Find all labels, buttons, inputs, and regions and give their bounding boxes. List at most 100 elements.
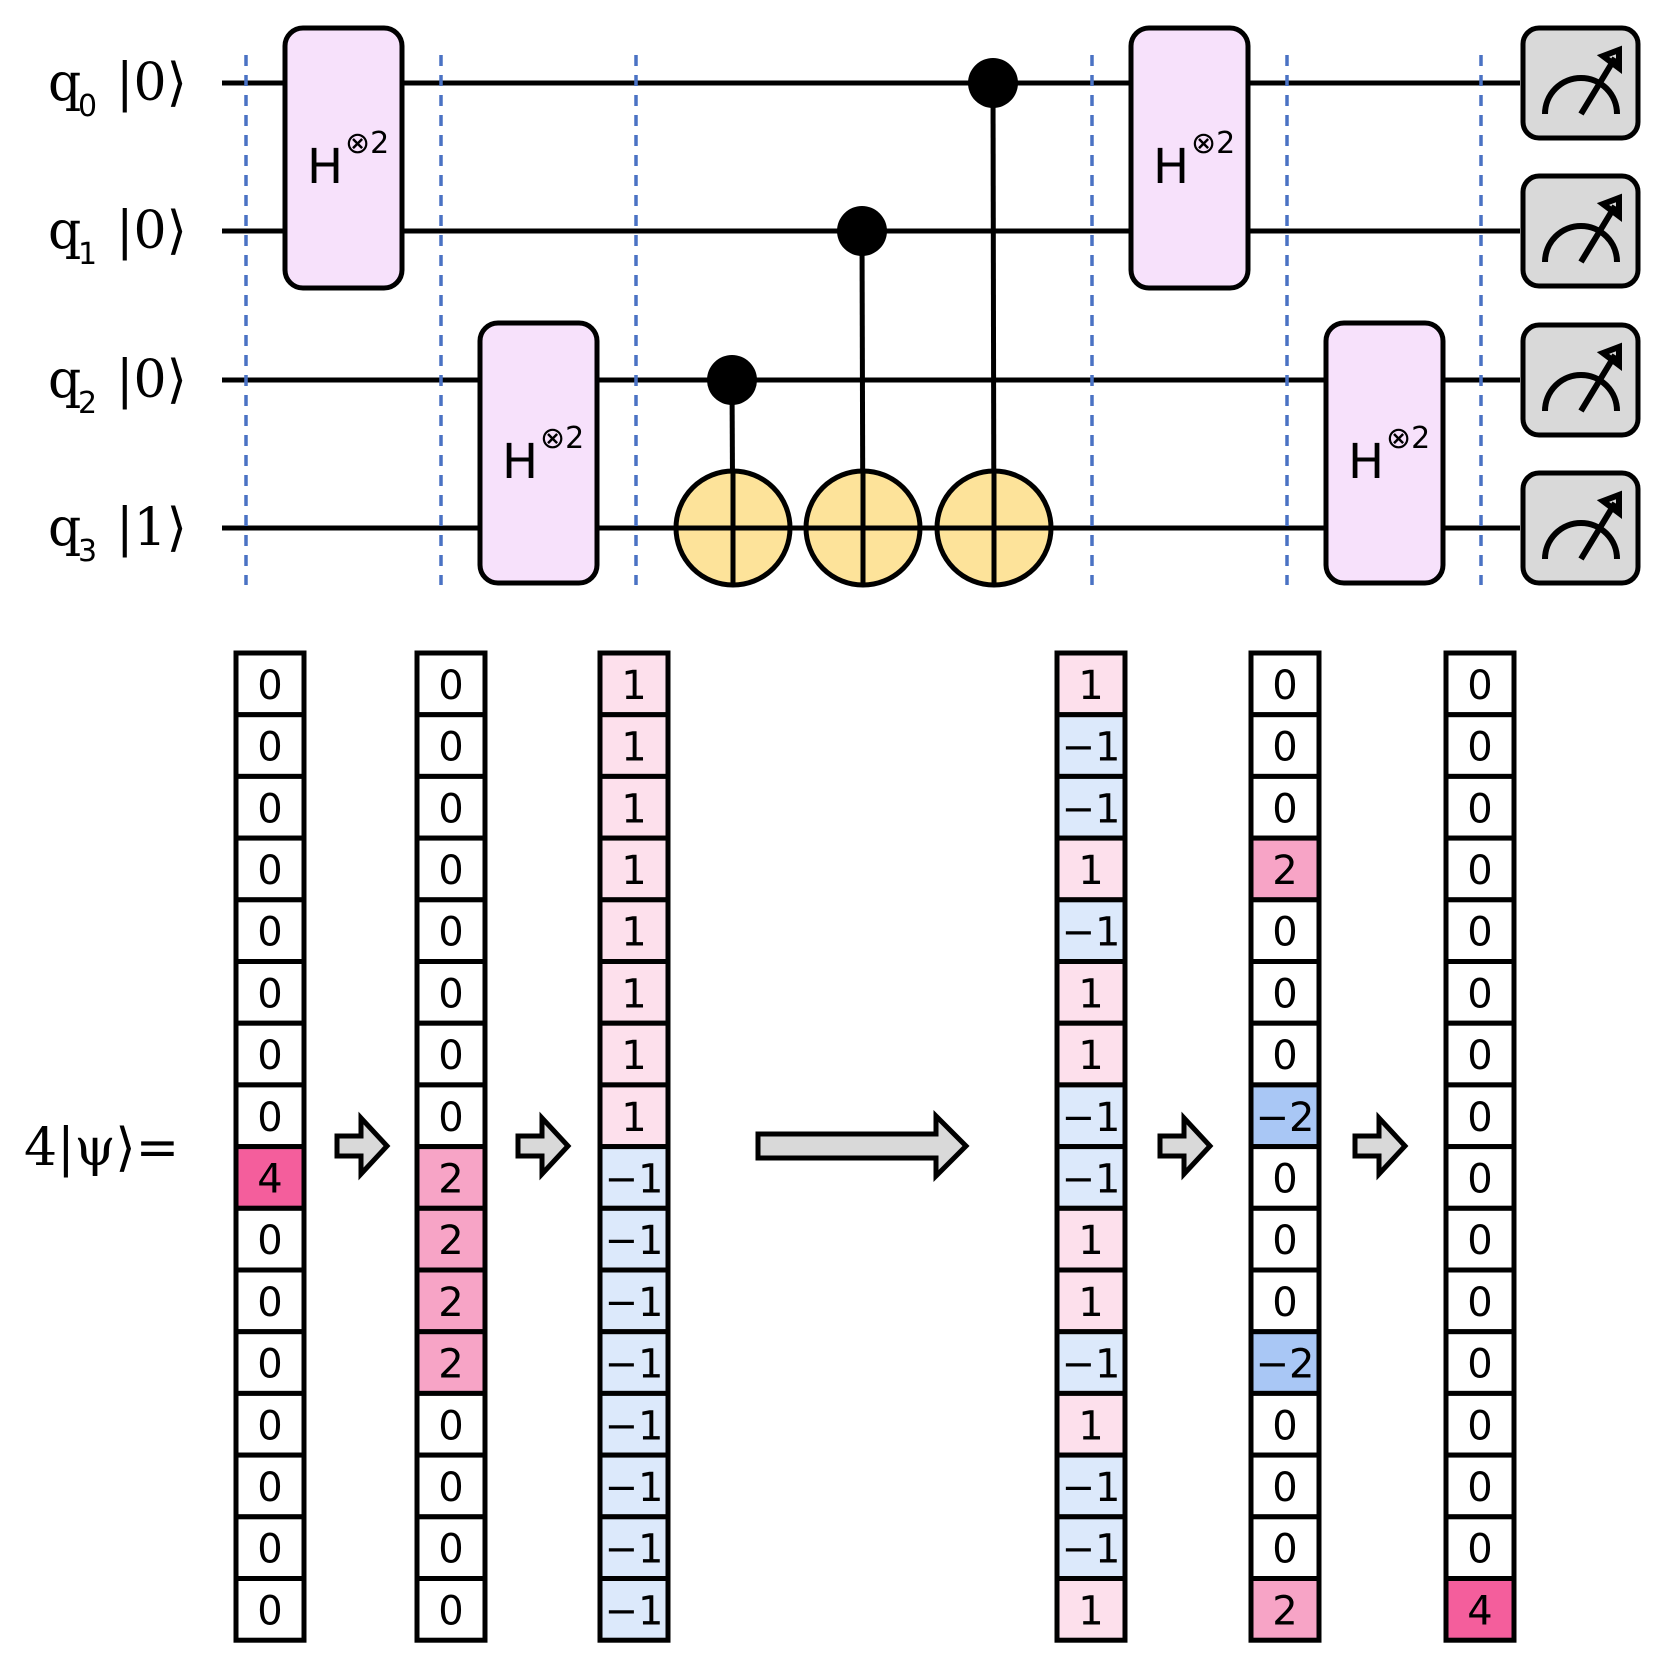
amplitude-value: 2 <box>438 1218 463 1264</box>
amplitude-cell: 4 <box>1443 1576 1517 1643</box>
amplitude-cell: 0 <box>1248 1390 1322 1458</box>
state-vector-column: 1−1−11−111−1−111−11−1−11 <box>1054 650 1128 1643</box>
gate-power: ⊗2 <box>1386 421 1430 456</box>
small-right-arrow-icon <box>1352 1111 1409 1181</box>
amplitude-cell: 0 <box>233 1390 307 1458</box>
control-dot <box>837 206 887 256</box>
amplitude-value: 1 <box>1078 1280 1103 1326</box>
amplitude-cell: 0 <box>1443 1390 1517 1458</box>
amplitude-value: 0 <box>1272 1280 1297 1326</box>
amplitude-value: 0 <box>257 1033 282 1079</box>
long-right-arrow-icon <box>755 1109 970 1183</box>
amplitude-value: 0 <box>257 1095 282 1141</box>
amplitude-value: 0 <box>438 1403 463 1449</box>
amplitude-cell: 1 <box>1054 650 1128 718</box>
amplitude-value: 1 <box>1078 1403 1103 1449</box>
amplitude-cell: 1 <box>597 650 671 718</box>
amplitude-value: 0 <box>438 786 463 832</box>
amplitude-cell: 0 <box>414 1020 488 1088</box>
amplitude-cell: 1 <box>1054 1205 1128 1273</box>
measurement-meter-icon <box>1520 470 1641 586</box>
amplitude-value: 1 <box>621 971 646 1017</box>
qubit-label-q0: q 0 |0⟩ <box>48 53 187 124</box>
amplitude-cell: −1 <box>597 1267 671 1335</box>
amplitude-value: 0 <box>1467 786 1492 832</box>
amplitude-cell: 0 <box>414 959 488 1026</box>
amplitude-value: 0 <box>1467 663 1492 709</box>
amplitude-cell: −1 <box>597 1576 671 1643</box>
amplitude-value: 0 <box>1467 1218 1492 1264</box>
amplitude-cell: 0 <box>1248 773 1322 841</box>
amplitude-cell: −1 <box>1054 1329 1128 1396</box>
amplitude-value: 0 <box>1272 725 1297 771</box>
amplitude-value: 0 <box>1467 725 1492 771</box>
amplitude-cell: −1 <box>1054 1452 1128 1520</box>
amplitude-value: −2 <box>1256 1095 1315 1141</box>
amplitude-value: 0 <box>438 971 463 1017</box>
amplitude-cell: 0 <box>233 897 307 964</box>
amplitude-cell: −1 <box>1054 773 1128 841</box>
amplitude-cell: 0 <box>414 1514 488 1582</box>
state-label: 4|ψ⟩= <box>24 1118 179 1178</box>
amplitude-value: −2 <box>1256 1342 1315 1388</box>
qubit-name: q <box>48 53 81 113</box>
amplitude-value: 1 <box>621 1095 646 1141</box>
amplitude-value: −1 <box>605 1403 664 1449</box>
amplitude-cell: 1 <box>1054 959 1128 1026</box>
amplitude-value: −1 <box>1062 1527 1121 1573</box>
qubit-ket: |0⟩ <box>116 53 187 113</box>
gate-label: H <box>307 139 343 195</box>
measurement-meter-icon <box>1520 322 1641 438</box>
hadamard-gate-q01-first: H ⊗2 <box>282 25 405 291</box>
amplitude-value: 1 <box>621 910 646 956</box>
amplitude-value: 0 <box>1272 1465 1297 1511</box>
amplitude-value: 0 <box>1272 786 1297 832</box>
amplitude-value: 0 <box>438 848 463 894</box>
amplitude-value: 0 <box>1272 971 1297 1017</box>
qubit-name: q <box>48 350 81 410</box>
amplitude-value: 1 <box>621 725 646 771</box>
amplitude-cell: 0 <box>1248 1144 1322 1211</box>
amplitude-cell: 0 <box>233 959 307 1026</box>
amplitude-cell: 0 <box>1248 1452 1322 1520</box>
gate-power: ⊗2 <box>540 421 584 456</box>
amplitude-cell: 0 <box>1248 1514 1322 1582</box>
qubit-index: 0 <box>78 89 97 124</box>
amplitude-value: 0 <box>257 971 282 1017</box>
amplitude-value: −1 <box>1062 910 1121 956</box>
amplitude-cell: 1 <box>597 1020 671 1088</box>
amplitude-cell: 1 <box>1054 835 1128 903</box>
amplitude-value: 0 <box>438 910 463 956</box>
amplitude-value: −1 <box>605 1342 664 1388</box>
amplitude-cell: 0 <box>233 1576 307 1643</box>
hadamard-gate-q23-first: H ⊗2 <box>477 320 600 586</box>
stage-separators <box>244 55 1483 585</box>
amplitude-cell: 0 <box>233 835 307 903</box>
amplitude-cell: 0 <box>1248 1020 1322 1088</box>
amplitude-value: 4 <box>257 1156 282 1202</box>
amplitude-cell: 0 <box>414 1082 488 1150</box>
amplitude-value: −1 <box>605 1218 664 1264</box>
amplitude-cell: 0 <box>1443 1452 1517 1520</box>
amplitude-cell: 1 <box>1054 1390 1128 1458</box>
amplitude-cell: 0 <box>414 650 488 718</box>
amplitude-value: −1 <box>1062 1342 1121 1388</box>
amplitude-value: 2 <box>438 1342 463 1388</box>
gate-power: ⊗2 <box>1191 126 1235 161</box>
amplitude-value: 1 <box>1078 1218 1103 1264</box>
amplitude-value: 0 <box>1272 1156 1297 1202</box>
amplitude-cell: 0 <box>414 773 488 841</box>
amplitude-value: 2 <box>438 1156 463 1202</box>
amplitude-cell: −1 <box>597 1452 671 1520</box>
amplitude-cell: 0 <box>233 650 307 718</box>
amplitude-value: −1 <box>605 1280 664 1326</box>
target-xor-icon <box>803 468 923 588</box>
amplitude-cell: 4 <box>233 1144 307 1211</box>
amplitude-value: 0 <box>257 1588 282 1634</box>
amplitude-cell: 0 <box>1443 1020 1517 1088</box>
amplitude-value: 0 <box>438 1033 463 1079</box>
gate-label: H <box>502 434 538 490</box>
amplitude-cell: −1 <box>1054 1082 1128 1150</box>
amplitude-value: 0 <box>1467 1095 1492 1141</box>
